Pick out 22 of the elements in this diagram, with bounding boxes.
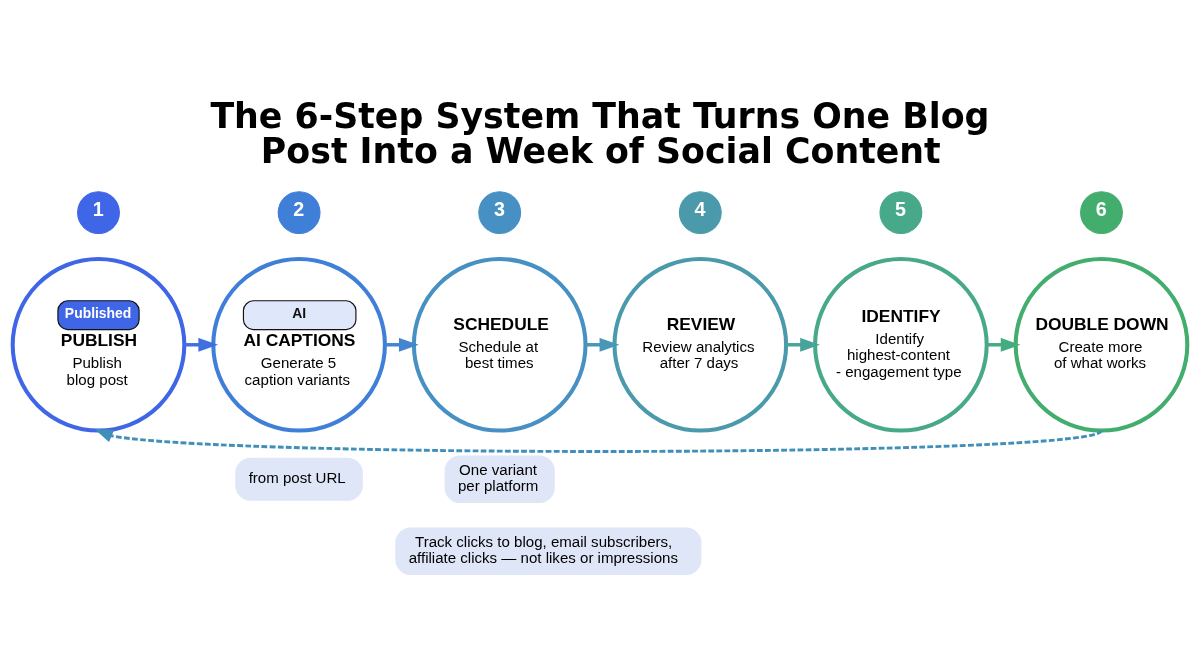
node-circle: 4 bbox=[678, 190, 722, 234]
node-circle: DOUBLE DOWN Create more of what works bbox=[1013, 256, 1190, 433]
node-circle: 6 bbox=[1080, 190, 1123, 234]
node-circle: AI AI CAPTIONS Generate 5 caption variants bbox=[211, 256, 387, 433]
node-circle: IDENTIFY Identify highest-content - engagement type bbox=[813, 256, 989, 433]
arrow bbox=[94, 428, 1102, 453]
node-circle: 5 bbox=[879, 190, 923, 234]
node-box: from post URL bbox=[235, 457, 363, 501]
node-circle: SCHEDULE Schedule at best times bbox=[411, 256, 588, 433]
arrow bbox=[987, 337, 1021, 352]
diagram-title: The 6-Step System That Turns One Blog Post Into a Week of Social Content bbox=[210, 95, 990, 171]
arrow bbox=[385, 337, 419, 352]
node-circle: 2 bbox=[277, 190, 321, 234]
node-circle: 1 bbox=[77, 190, 120, 234]
node-circle: REVIEW Review analytics after 7 days bbox=[612, 256, 789, 433]
node-circle: 3 bbox=[478, 190, 522, 234]
arrow bbox=[184, 337, 219, 352]
node-circle: Published PUBLISH Publish blog post bbox=[10, 256, 187, 433]
node-box: Track clicks to blog, email subscribers, affiliate clicks — not likes or impressions bbox=[395, 526, 702, 575]
arrow bbox=[585, 337, 620, 352]
arrow bbox=[786, 337, 820, 352]
node-box: One variant per platform bbox=[444, 455, 555, 503]
